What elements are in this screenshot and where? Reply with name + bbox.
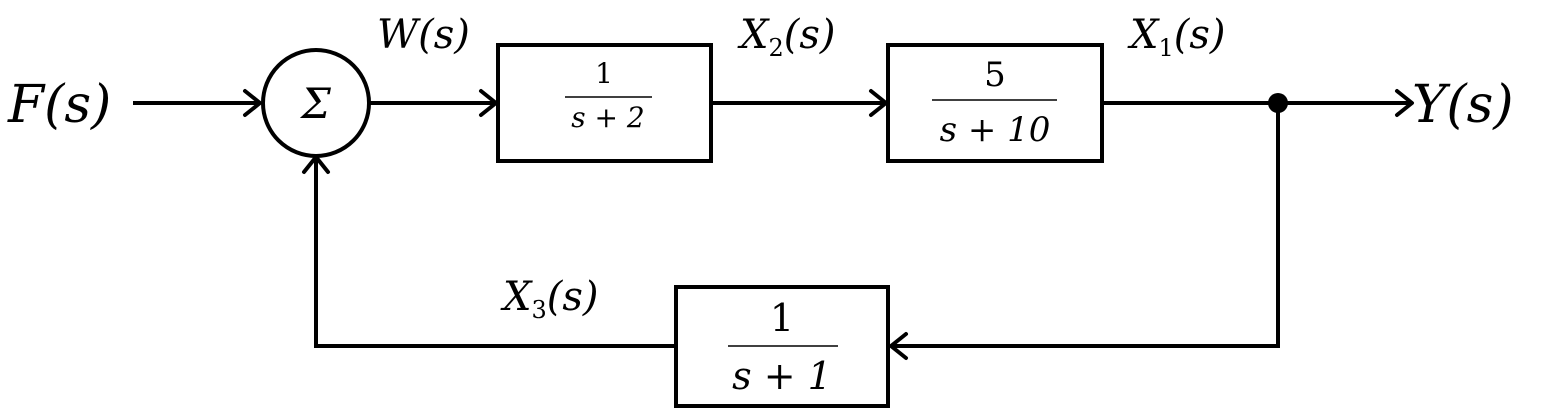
block1-numerator: 1	[595, 57, 613, 90]
x2-argument: (s)	[784, 12, 836, 58]
block3-denominator: s + 1	[732, 354, 832, 398]
block1-denominator: s + 2	[571, 101, 644, 134]
x3-argument: (s)	[547, 274, 599, 320]
output-arrowhead	[1395, 89, 1414, 117]
transfer-block-1-frame	[496, 43, 713, 163]
x3-signal-label: X3(s)	[500, 274, 599, 324]
x2-symbol: X	[737, 12, 770, 58]
transfer-block-2-frame	[886, 43, 1104, 163]
transfer-block-1: 1 s + 2	[496, 43, 713, 163]
feedback-wire-left	[314, 160, 676, 348]
block3-numerator: 1	[770, 296, 794, 340]
w-signal-label: W(s)	[377, 12, 470, 58]
x1-argument: (s)	[1174, 12, 1226, 58]
sigma-symbol: Σ	[299, 79, 331, 128]
x2-signal-label: X2(s)	[737, 12, 836, 62]
block2-denominator: s + 10	[940, 110, 1051, 150]
feedback-arrowhead	[302, 155, 330, 174]
input-signal-label: F(s)	[7, 75, 111, 135]
transfer-block-3: 1 s + 1	[674, 285, 890, 408]
transfer-block-2: 5 s + 10	[886, 43, 1104, 163]
block2-numerator: 5	[984, 55, 1006, 95]
x3-symbol: X	[500, 274, 533, 320]
x1-signal-label: X1(s)	[1127, 12, 1226, 62]
x3-subscript: 3	[531, 296, 546, 324]
x1-symbol: X	[1127, 12, 1160, 58]
block3-input-arrowhead	[889, 332, 908, 360]
x1-subscript: 1	[1158, 34, 1173, 62]
feedback-wire-right	[893, 103, 1280, 348]
x2-subscript: 2	[768, 34, 783, 62]
input-arrowhead	[243, 89, 262, 117]
output-signal-label: Y(s)	[1412, 75, 1514, 135]
summing-junction: Σ	[261, 48, 371, 158]
